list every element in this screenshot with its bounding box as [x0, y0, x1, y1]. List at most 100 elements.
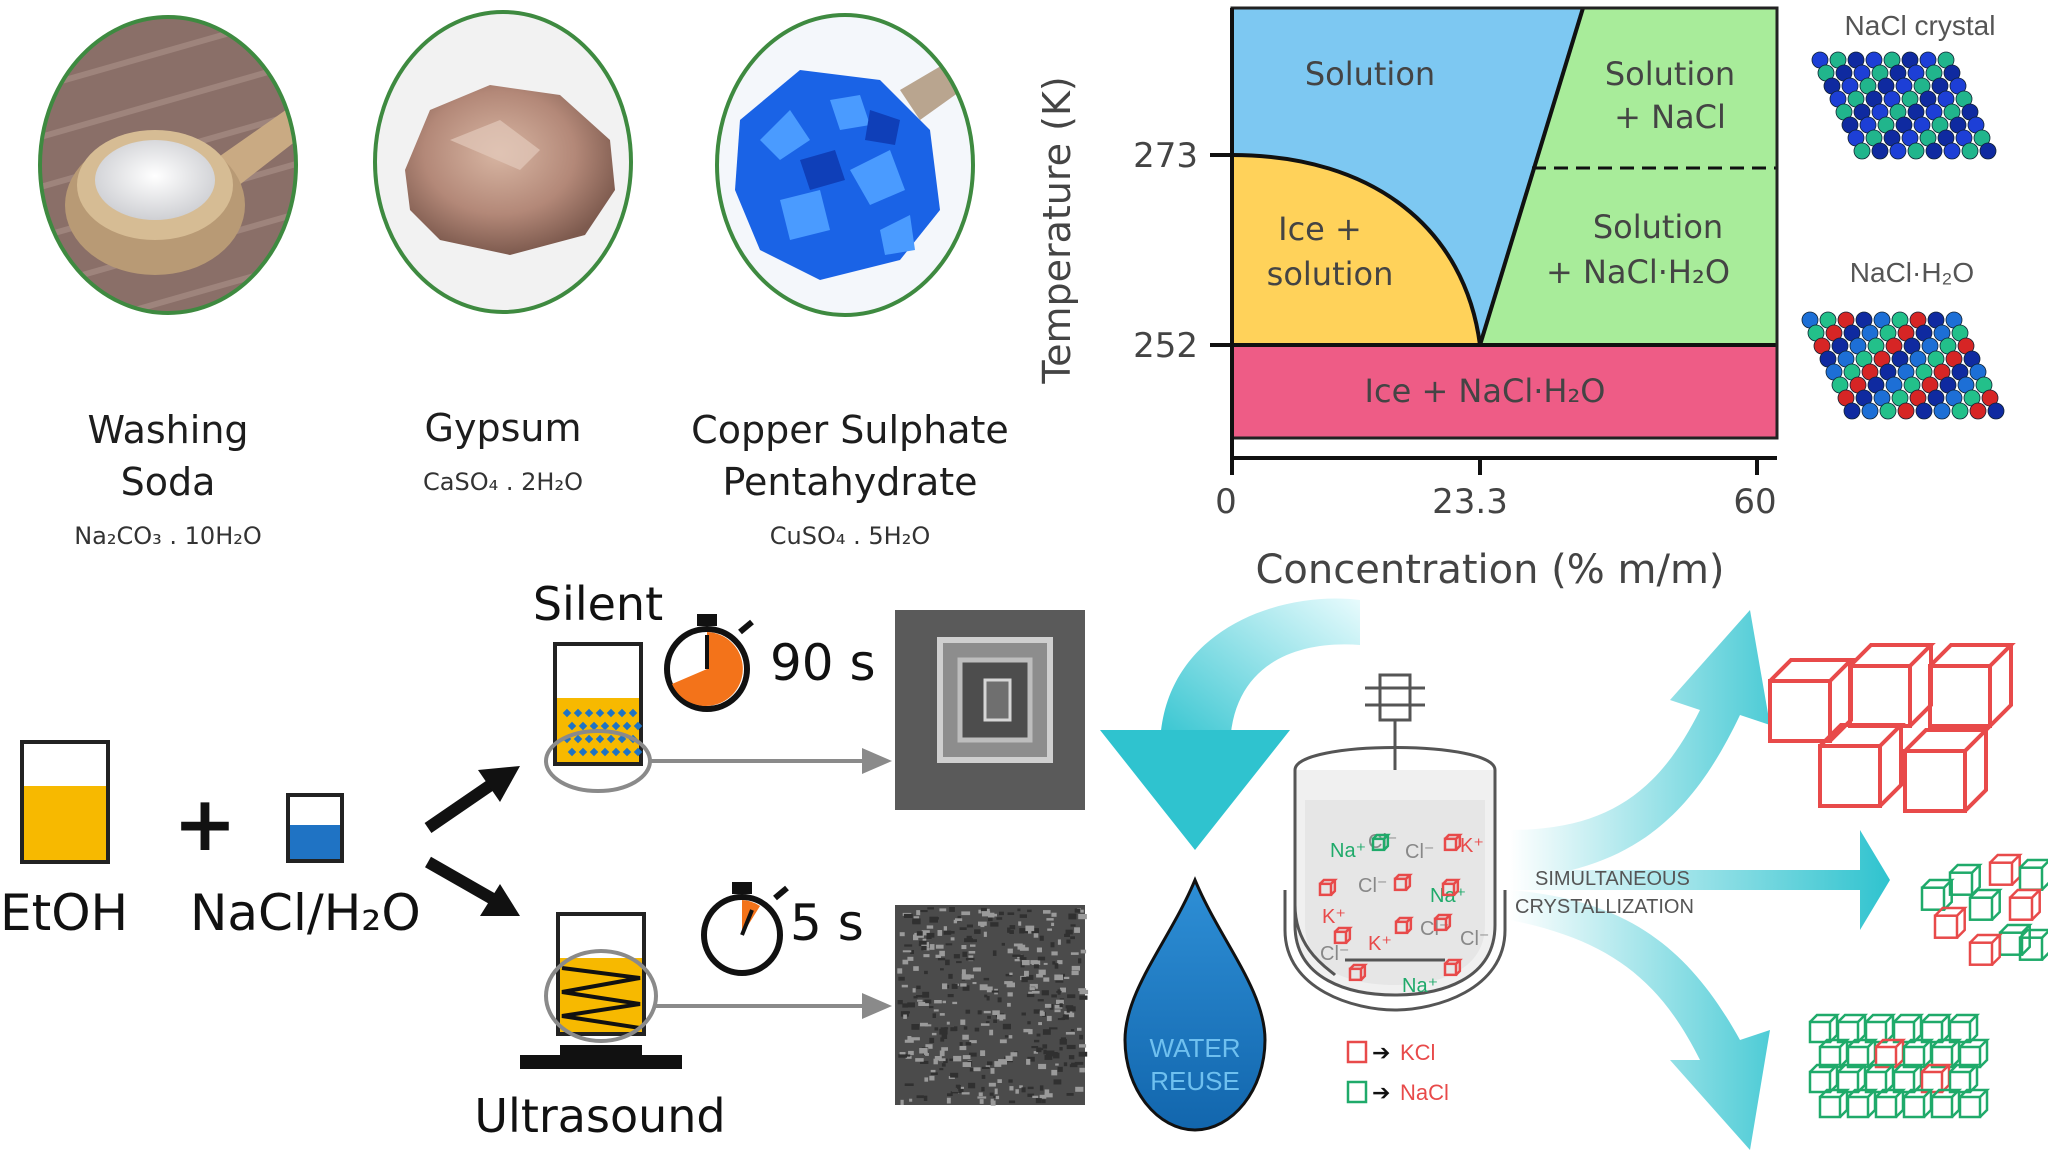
ion-cl: Cl⁻ [1460, 928, 1489, 950]
nacl-crystal [1846, 1038, 1879, 1069]
water-label-2: REUSE [1150, 1066, 1240, 1096]
ultrasound-time: 5 s [790, 894, 864, 952]
gypsum-formula: CaSO₄ . 2H₂O [423, 468, 583, 496]
legend-kcl: KCl [1400, 1040, 1435, 1065]
nacl-beaker [286, 793, 344, 863]
kcl-crystal [1903, 728, 1991, 813]
mixed-crystal [2018, 858, 2048, 891]
silent-beaker [544, 642, 652, 793]
nacl-crystal [1836, 1063, 1869, 1094]
label-solution-hydrate-1: Solution [1593, 208, 1723, 246]
crystallization-diagram: WATER REUSE Na⁺ Cl⁻ Cl⁻ K⁺ Cl⁻ Na⁺ K⁺ Cl… [1100, 598, 2048, 1150]
x-tick-23: 23.3 [1432, 482, 1508, 522]
nacl-crystal [1902, 1038, 1935, 1069]
nacl-crystal [1948, 1013, 1981, 1044]
mixed-crystal [1988, 853, 2023, 886]
mineral-name-line1: Washing [87, 408, 249, 452]
ion-k: K⁺ [1368, 933, 1392, 955]
ion-cl: Cl⁻ [1358, 875, 1387, 897]
small-crystal [1348, 963, 1368, 982]
nacl-crystal [1920, 1013, 1953, 1044]
mixed-crystal [1933, 906, 1968, 939]
nacl-crystal [1948, 1063, 1981, 1094]
sem-image-ultrasound [895, 905, 1089, 1106]
nacl-lattice-image [1811, 51, 1997, 160]
nacl-crystal [1958, 1088, 1991, 1119]
nacl-crystal [1864, 1013, 1897, 1044]
nacl-crystal [1836, 1013, 1869, 1044]
nacl-solution-label: NaCl/H₂O [190, 884, 421, 942]
nacl-crystal [1958, 1038, 1991, 1069]
mixed-crystal [2008, 888, 2043, 921]
nacl-crystal [1874, 1088, 1907, 1119]
mixed-crystal [1920, 878, 1955, 911]
label-ice-solution-2: solution [1267, 255, 1394, 293]
copper-sulphate-label: Copper Sulphate Pentahydrate [680, 404, 1020, 508]
mineral-photos [38, 10, 975, 317]
label-solution-nacl-2: + NaCl [1614, 98, 1726, 136]
kcl-crystal [1928, 643, 2016, 728]
region-ice-solution [1232, 155, 1480, 345]
gypsum-label: Gypsum [424, 406, 582, 450]
plus-sign: + [173, 779, 237, 868]
y-tick-252: 252 [1133, 326, 1198, 366]
mixed-crystal [1998, 923, 2033, 956]
water-drop-icon [1123, 876, 1267, 1132]
water-label-1: WATER [1150, 1033, 1241, 1063]
small-crystal [1443, 958, 1463, 977]
gypsum-photo [375, 12, 631, 312]
y-axis-label: Temperature (K) [1035, 76, 1079, 384]
hydrate-lattice-image [1801, 311, 2005, 420]
nacl-crystal [1818, 1038, 1851, 1069]
ion-na: Na⁺ [1330, 840, 1366, 862]
copper-sulphate-photo [717, 15, 973, 315]
nacl-crystal [1846, 1088, 1879, 1119]
copper-sulphate-formula: CuSO₄ . 5H₂O [769, 522, 931, 550]
y-tick-273: 273 [1133, 136, 1198, 176]
etoh-beaker [20, 740, 110, 864]
stopwatch-icon [664, 614, 754, 712]
nacl-crystal [1874, 1038, 1907, 1069]
ion-k: K⁺ [1322, 906, 1346, 928]
process-label-1: SIMULTANEOUS [1535, 868, 1690, 890]
process-label-2: CRYSTALLIZATION [1515, 896, 1694, 918]
legend-nacl: NaCl [1400, 1080, 1449, 1105]
sonication-diagram: EtOH + NaCl/H₂O Silent 90 s [0, 580, 1089, 1143]
nacl-crystal [1902, 1088, 1935, 1119]
kcl-crystal [1818, 723, 1906, 808]
ion-cl: Cl⁻ [1320, 943, 1349, 965]
mixed-crystal [1968, 888, 2003, 921]
x-tick-0: 0 [1215, 482, 1237, 522]
small-crystal [1333, 926, 1353, 945]
silent-label: Silent [533, 580, 663, 631]
mixed-crystals [1920, 853, 2048, 966]
small-crystal [1318, 878, 1338, 897]
svg-text:➔: ➔ [1372, 1040, 1390, 1065]
washing-soda-label: Washing Soda [48, 404, 288, 508]
nacl-crystals [1808, 1013, 1991, 1119]
small-crystal [1443, 833, 1463, 852]
mixed-crystal [2018, 928, 2048, 961]
silent-time: 90 s [770, 634, 876, 692]
nacl-crystal [1808, 1013, 1841, 1044]
mixed-crystal [1968, 933, 2003, 966]
region-ice-hydrate [1232, 345, 1777, 438]
recycle-arrow [1160, 598, 1360, 750]
washing-soda-formula: Na₂CO₃ . 10H₂O [74, 522, 262, 550]
stopwatch-icon [701, 882, 789, 976]
ion-cl: Cl⁻ [1405, 841, 1434, 863]
nacl-crystal [1892, 1013, 1925, 1044]
x-tick-60: 60 [1733, 482, 1776, 522]
small-crystal [1433, 913, 1453, 932]
x-axis-label: Concentration (% m/m) [1255, 547, 1724, 593]
svg-text:➔: ➔ [1372, 1080, 1390, 1105]
small-crystal [1371, 833, 1391, 852]
small-crystal [1393, 873, 1413, 892]
label-solution-hydrate-2: + NaCl·H₂O [1546, 253, 1730, 291]
ultrasound-label: Ultrasound [474, 1089, 725, 1143]
hydrate-crystal-label: NaCl·H₂O [1850, 257, 1974, 288]
nacl-crystal [1818, 1088, 1851, 1119]
etoh-label: EtOH [0, 884, 128, 942]
branch-arrows [424, 766, 520, 916]
kcl-crystal [1848, 643, 1936, 728]
